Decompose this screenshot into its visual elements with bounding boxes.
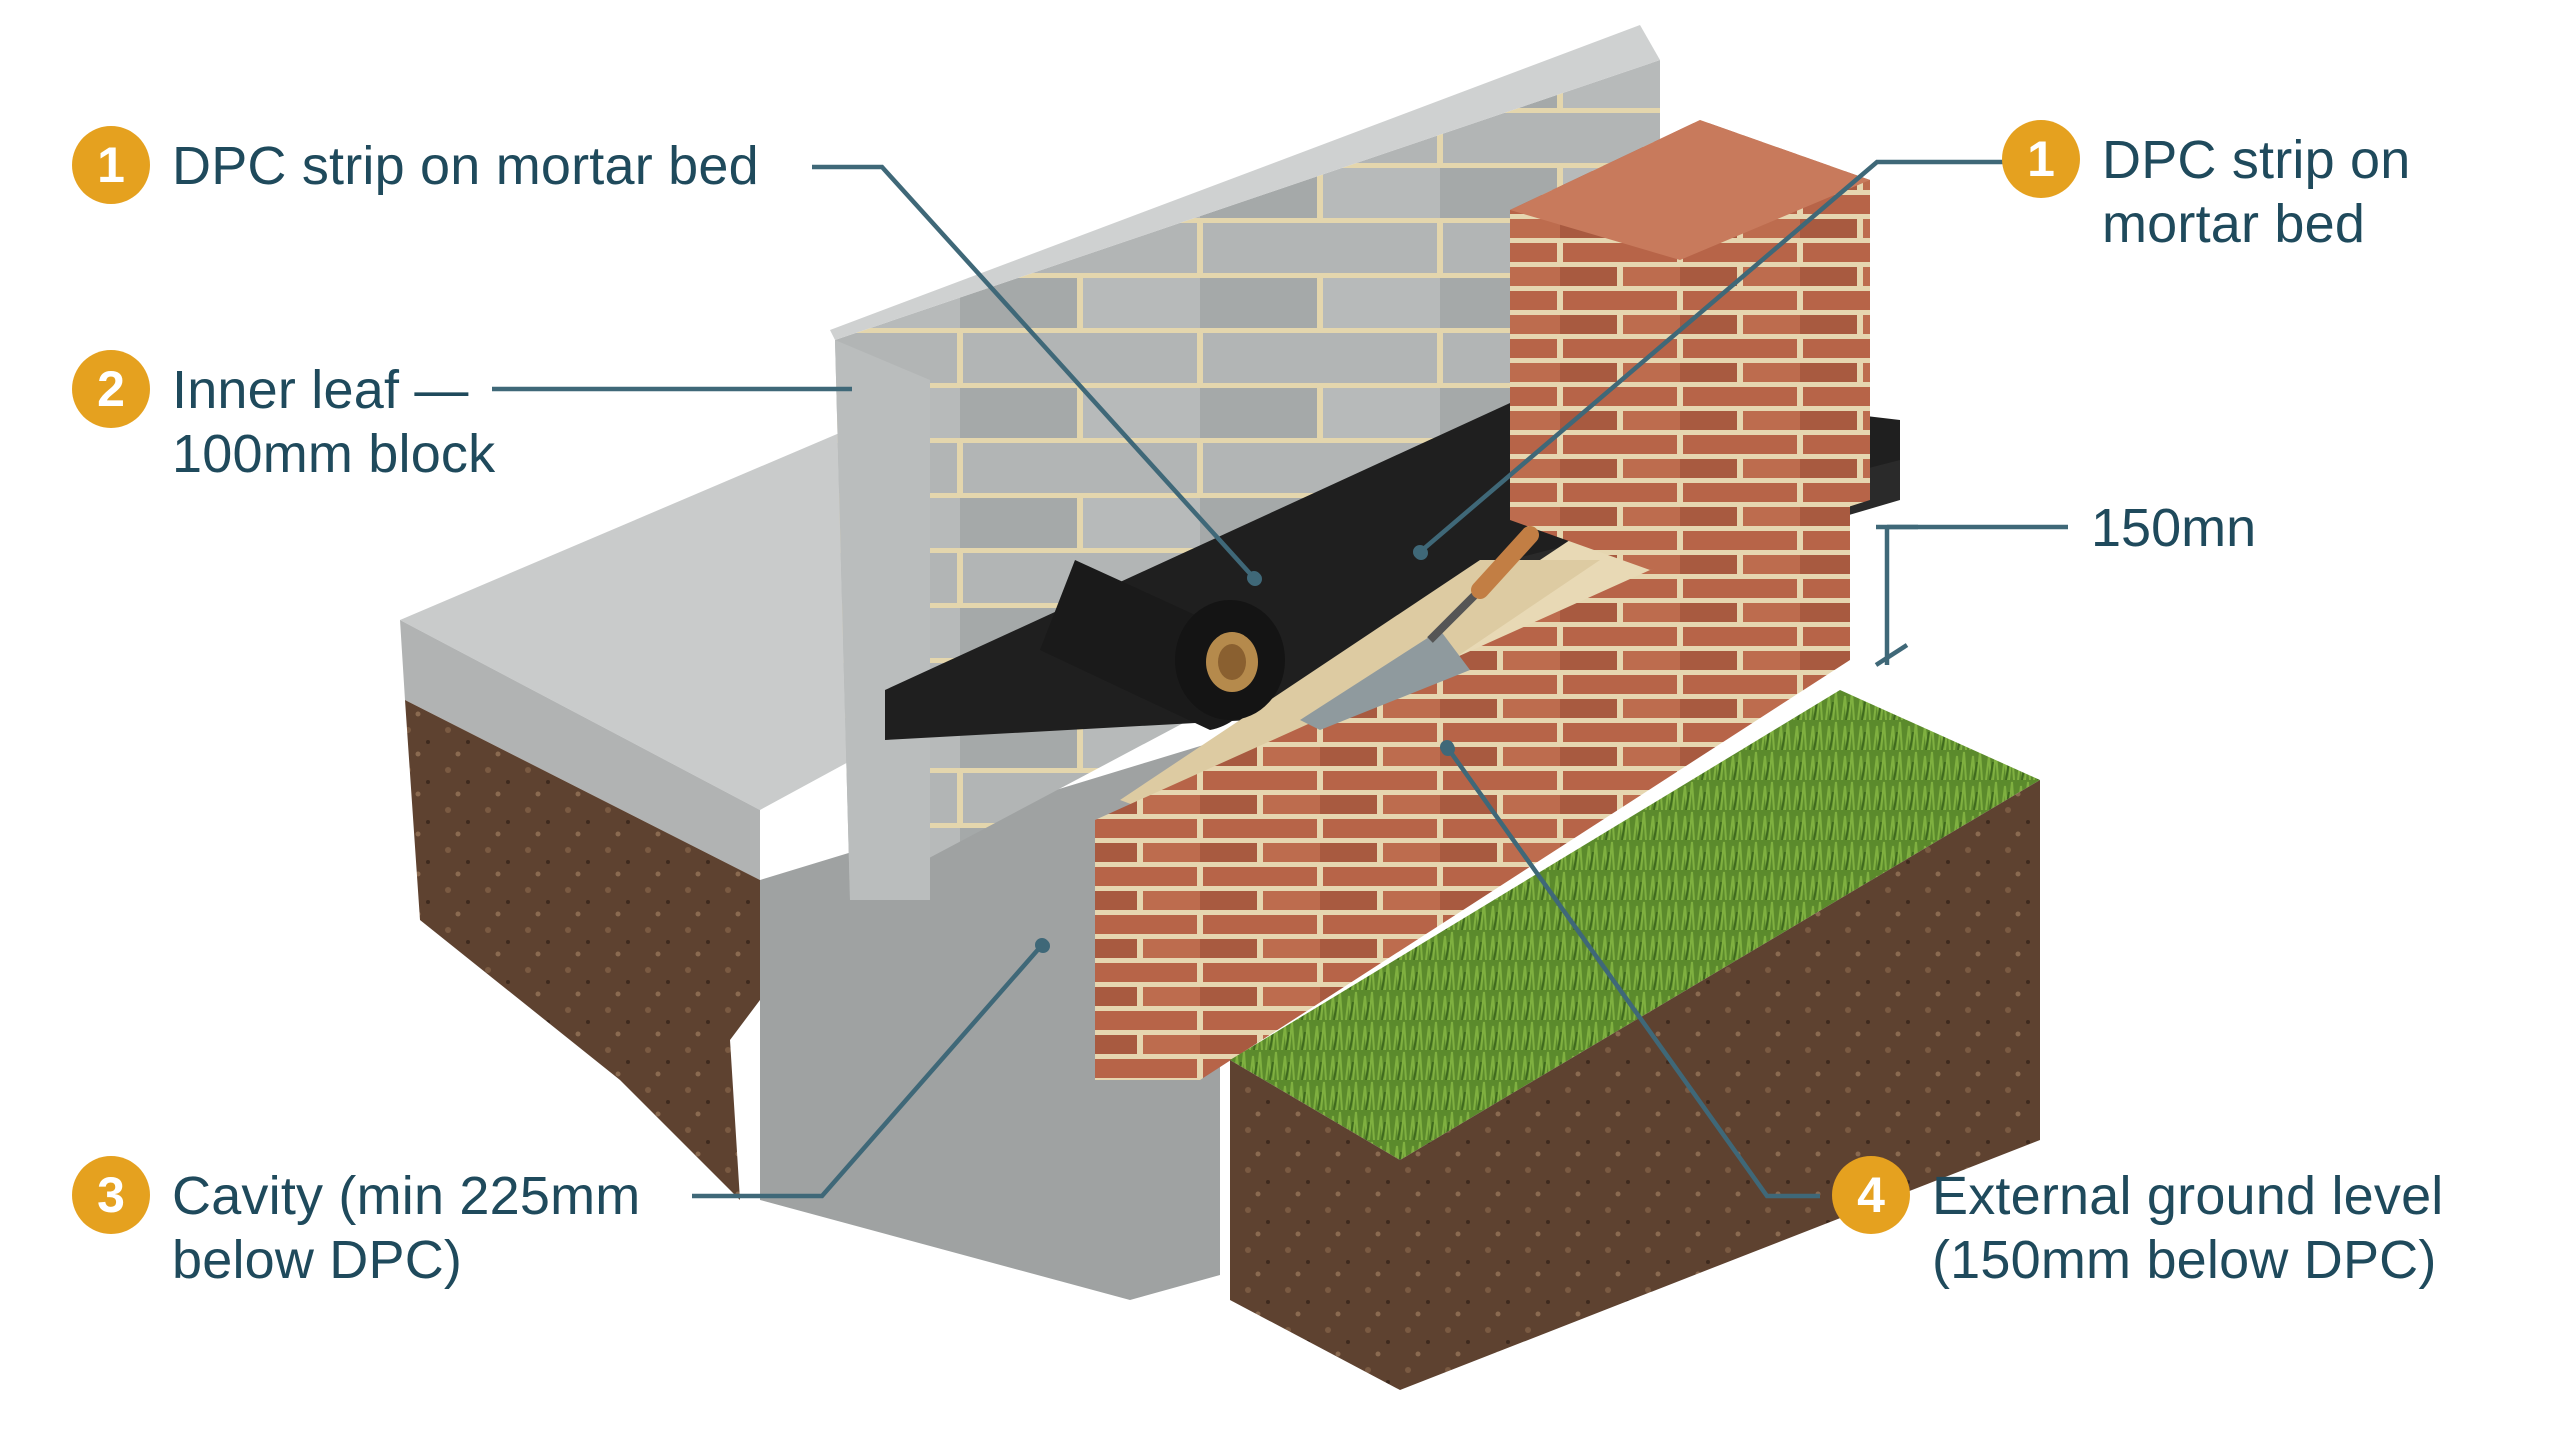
callout-label: Cavity (min 225mm below DPC) [172, 1166, 641, 1290]
callout-number-badge: 3 [72, 1156, 150, 1234]
dpc-roll-icon [1040, 560, 1285, 730]
leader-dot-4 [1440, 740, 1455, 756]
callout-inner-leaf: 2 Inner leaf — 100mm block [72, 350, 496, 486]
callout-number-badge: 1 [2002, 120, 2080, 198]
leader-line-3 [692, 943, 1044, 1199]
callout-dpc-strip-left: 1 DPC strip on mortar bed [72, 126, 759, 204]
leader-lines [492, 159, 2068, 1199]
callout-label: DPC strip on mortar bed [172, 136, 759, 196]
leader-dot-1-right [1413, 545, 1428, 560]
leader-line-1-left [812, 164, 1256, 580]
callout-external-ground-level: 4 External ground level (150mm below DPC… [1832, 1156, 2444, 1292]
callout-number-badge: 1 [72, 126, 150, 204]
leader-line-4 [1445, 745, 1820, 1199]
leader-dot-3 [1035, 938, 1050, 953]
callout-dpc-strip-right: 1 DPC strip on mortar bed [2002, 120, 2411, 256]
dimension-bracket-150 [1874, 524, 2068, 667]
leader-line-1-right [1418, 159, 2018, 554]
callout-number-badge: 4 [1832, 1156, 1910, 1234]
callout-label: DPC strip on mortar bed [2102, 130, 2411, 254]
dimension-label: 150mn [2091, 498, 2257, 558]
callout-label: Inner leaf — 100mm block [172, 360, 496, 484]
callout-label: External ground level (150mm below DPC) [1932, 1166, 2444, 1290]
callout-number-badge: 2 [72, 350, 150, 428]
leader-dot-1-left [1247, 571, 1262, 586]
callout-cavity: 3 Cavity (min 225mm below DPC) [72, 1156, 641, 1292]
trowel-icon [1300, 526, 1539, 730]
external-ground [1230, 690, 2040, 1390]
